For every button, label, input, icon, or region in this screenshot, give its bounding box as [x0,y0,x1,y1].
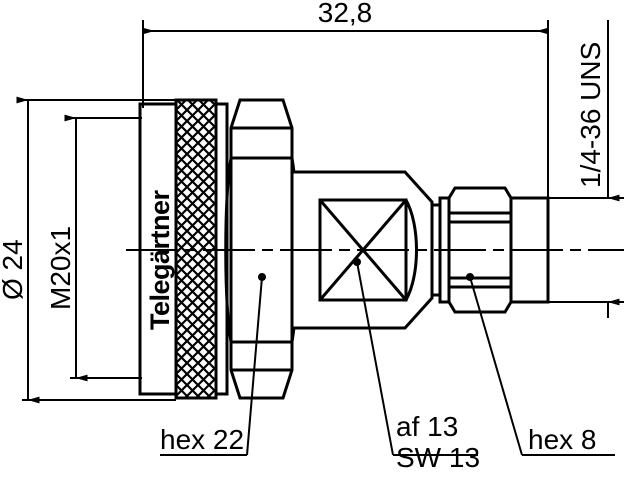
hex22-nut [224,98,299,400]
brand-text: Telegärtner [145,189,175,330]
dimension-overall-length: 32,8 [142,0,549,200]
callout-af13-sw13: af 13 SW 13 [353,258,480,473]
dimension-overall-length-text: 32,8 [318,0,373,28]
dimension-thread-coupling-text: M20x1 [45,226,76,310]
dimension-thread-interface: 1/4-36 UNS [548,20,624,318]
callout-hex22-label: hex 22 [160,424,244,455]
callout-hex22: hex 22 [160,273,266,456]
callout-sw13-label: SW 13 [396,442,480,473]
brand-label: Telegärtner [145,189,175,330]
callout-hex8-label: hex 8 [528,424,597,455]
dimension-outer-diameter: Ø 24 [0,96,176,404]
dimension-thread-coupling: M20x1 [45,114,142,382]
callout-af13-label: af 13 [396,411,458,442]
dimension-thread-interface-text: 1/4-36 UNS [575,42,606,188]
dimension-outer-diameter-text: Ø 24 [0,239,28,300]
callout-hex8: hex 8 [466,273,615,456]
